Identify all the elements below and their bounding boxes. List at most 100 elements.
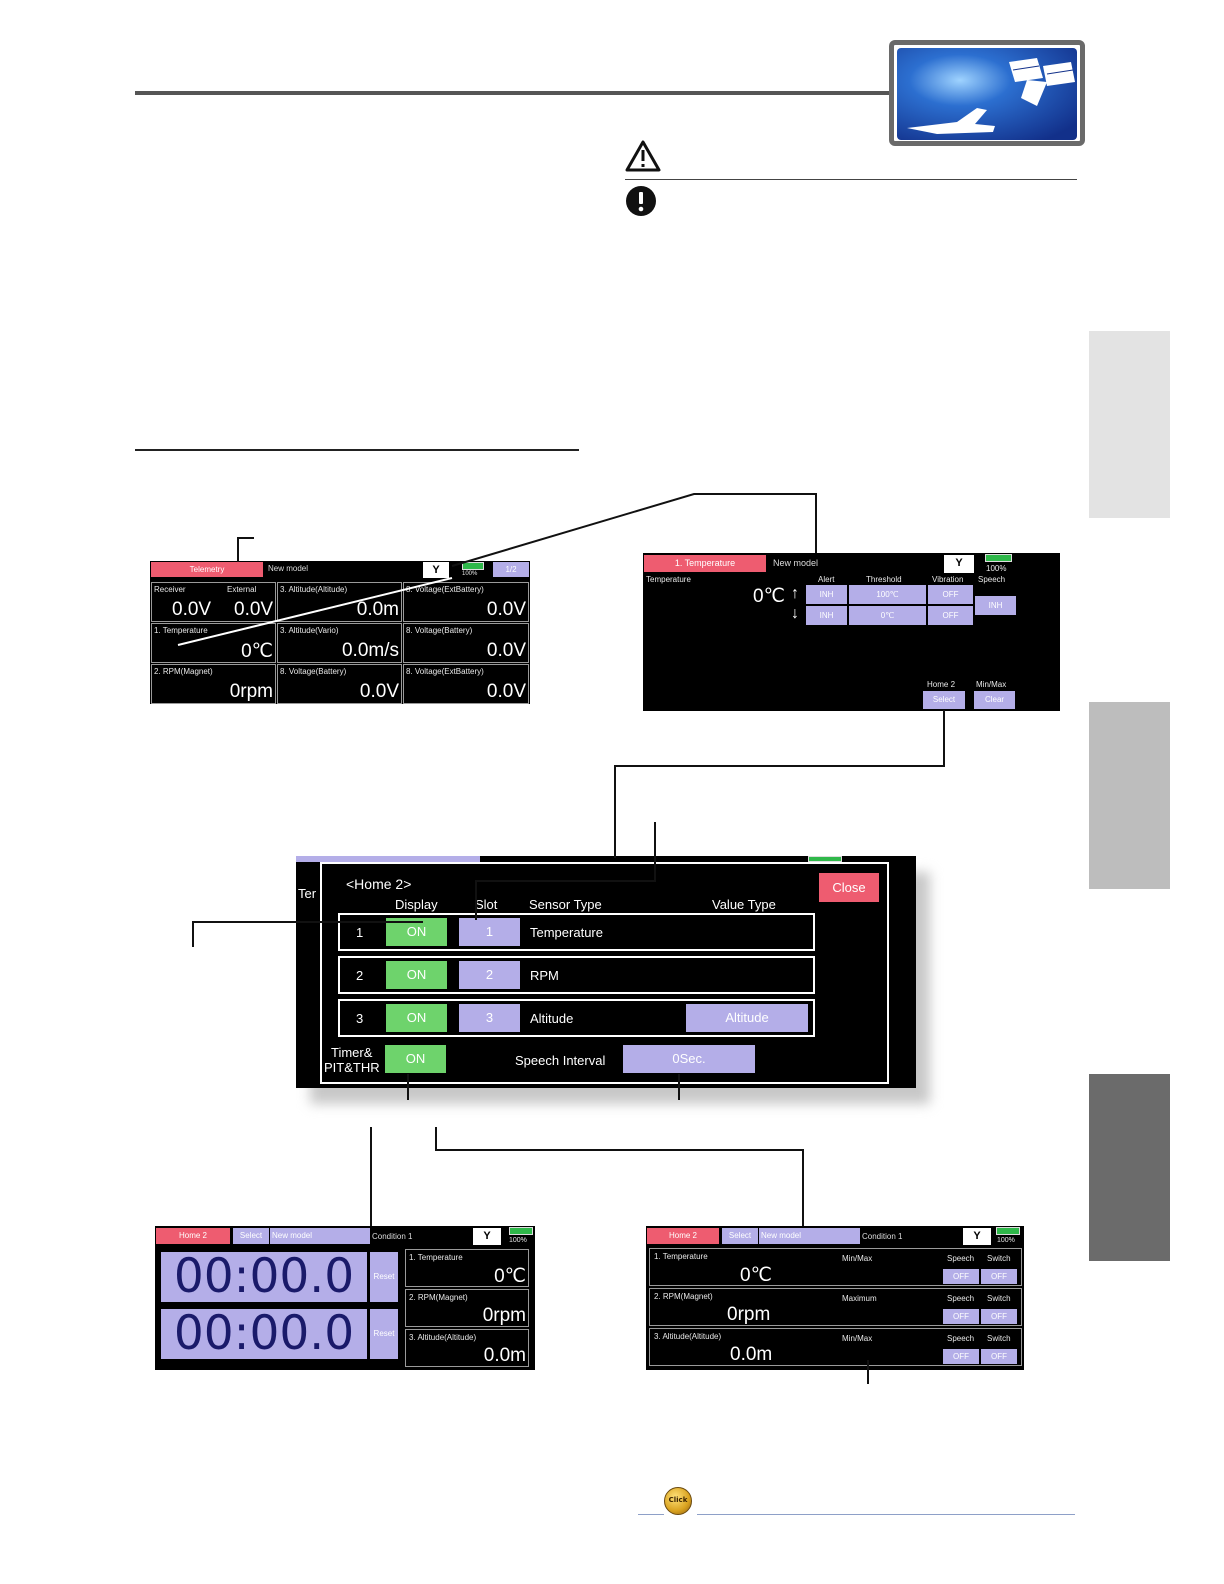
callout-telemetry-tab [237, 537, 254, 562]
antenna-icon: Y [423, 562, 449, 578]
cell-receiver[interactable]: Receiver External 0.0V 0.0V [151, 582, 276, 622]
display-toggle-2[interactable]: ON [386, 961, 447, 989]
timer-1-display[interactable]: 00:00.0 [161, 1252, 367, 1302]
battery-icon [462, 562, 484, 570]
model-name: New model [268, 564, 309, 573]
battery-icon [509, 1227, 533, 1235]
vibration-high-button[interactable]: OFF [928, 585, 973, 604]
footer-rule-left [638, 1514, 664, 1515]
battery-percent: 100% [986, 564, 1007, 573]
home2-select-button[interactable]: Select [923, 691, 965, 709]
timer-label-1: Timer& [331, 1045, 373, 1060]
timer-1-reset-button[interactable]: Reset [370, 1252, 398, 1302]
sensor-type-2: RPM [530, 968, 559, 983]
cell-extbattery-1[interactable]: 8. Voltage(ExtBattery) 0.0V [403, 582, 529, 622]
switch-button-2[interactable]: OFF [981, 1309, 1017, 1324]
sensor-type-3: Altitude [530, 1011, 574, 1026]
home-timer-screen: Home 2 Select New model Condition 1 Y 10… [155, 1226, 535, 1370]
cell-temperature[interactable]: 1. Temperature 0℃ [151, 623, 276, 663]
speech-interval-label: Speech Interval [515, 1053, 606, 1068]
switch-button-1[interactable]: OFF [981, 1269, 1017, 1284]
home-cell-temperature[interactable]: 1. Temperature 0℃ [405, 1249, 529, 1287]
minmax-label: Min/Max [976, 680, 1007, 689]
col-vibration: Vibration [932, 575, 964, 584]
slot-button-1[interactable]: 1 [459, 918, 520, 946]
cell-battery-2[interactable]: 8. Voltage(Battery) 0.0V [277, 664, 402, 704]
home-sensor-screen: Home 2 Select New model Condition 1 Y 10… [646, 1226, 1024, 1370]
display-toggle-3[interactable]: ON [386, 1004, 447, 1032]
callout-to-temperature [451, 493, 817, 567]
page-indicator[interactable]: 1/2 [493, 562, 529, 577]
col-alert: Alert [818, 575, 835, 584]
value-type-button-3[interactable]: Altitude [686, 1004, 808, 1032]
speech-interval-button[interactable]: 0Sec. [623, 1045, 755, 1073]
section-rule [135, 449, 579, 451]
dialog-title: <Home 2> [346, 876, 412, 892]
condition-label: Condition 1 [862, 1232, 903, 1241]
slot-button-3[interactable]: 3 [459, 1004, 520, 1032]
model-name-tab[interactable]: New model [759, 1228, 860, 1244]
warning-rule [625, 179, 1077, 180]
select-tab[interactable]: Select [722, 1228, 758, 1244]
timer-toggle[interactable]: ON [385, 1045, 446, 1073]
cell-vario[interactable]: 3. Altitude(Vario) 0.0m/s [277, 623, 402, 663]
header-logo [889, 40, 1085, 146]
header-display: Display [395, 897, 438, 912]
speech-button-2[interactable]: OFF [943, 1309, 979, 1324]
cell-rpm[interactable]: 2. RPM(Magnet) 0rpm [151, 664, 276, 704]
header-rule [135, 91, 895, 95]
home2-label: Home 2 [927, 680, 956, 689]
timer-2-display[interactable]: 00:00.0 [161, 1309, 367, 1359]
cell-altitude[interactable]: 3. Altitude(Altitude) 0.0m [277, 582, 402, 622]
callout-home-sensor [435, 1127, 804, 1226]
speech-button-1[interactable]: OFF [943, 1269, 979, 1284]
dialog-row-3: 3 ON 3 Altitude Altitude [338, 999, 815, 1037]
home2-tab[interactable]: Home 2 [156, 1228, 230, 1244]
speech-button[interactable]: INH [975, 596, 1016, 615]
sensor-row-3[interactable]: 3. Altitude(Altitude) Min/Max 0.0m Speec… [649, 1328, 1022, 1366]
col-threshold: Threshold [866, 575, 902, 584]
sensor-type-1: Temperature [530, 925, 603, 940]
antenna-icon: Y [944, 555, 974, 573]
alert-low-button[interactable]: INH [806, 606, 847, 625]
home-cell-rpm[interactable]: 2. RPM(Magnet) 0rpm [405, 1289, 529, 1327]
exclamation-circle-icon [625, 185, 657, 221]
battery-icon [985, 554, 1012, 562]
alert-high-button[interactable]: INH [806, 585, 847, 604]
home-cell-altitude[interactable]: 3. Altitude(Altitude) 0.0m [405, 1329, 529, 1367]
vibration-low-button[interactable]: OFF [928, 606, 973, 625]
threshold-high-button[interactable]: 100℃ [849, 585, 926, 604]
speech-button-3[interactable]: OFF [943, 1349, 979, 1364]
click-icon[interactable]: Click [664, 1487, 692, 1515]
side-tab-light [1089, 331, 1170, 518]
header-slot: Slot [475, 897, 498, 912]
cell-battery-1[interactable]: 8. Voltage(Battery) 0.0V [403, 623, 529, 663]
warning-triangle-icon [625, 140, 661, 176]
switch-button-3[interactable]: OFF [981, 1349, 1017, 1364]
home2-dialog: <Home 2> Close Display Slot Sensor Type … [320, 862, 889, 1084]
antenna-icon: Y [473, 1228, 501, 1245]
threshold-low-button[interactable]: 0℃ [849, 606, 926, 625]
arrow-down-icon: ↓ [791, 605, 799, 622]
battery-percent: 100% [997, 1237, 1015, 1244]
timer-label-2: PIT&THR [324, 1060, 380, 1075]
temperature-label: Temperature [646, 575, 691, 584]
model-name-tab[interactable]: New model [270, 1228, 370, 1244]
sensor-row-2[interactable]: 2. RPM(Magnet) Maximum 0rpm Speech Switc… [649, 1288, 1022, 1326]
condition-label: Condition 1 [372, 1232, 413, 1241]
arrow-up-icon: ↑ [791, 585, 799, 602]
home2-tab[interactable]: Home 2 [647, 1228, 719, 1244]
close-button[interactable]: Close [819, 873, 879, 902]
telemetry-tab[interactable]: Telemetry [151, 562, 263, 577]
select-tab[interactable]: Select [233, 1228, 269, 1244]
slot-button-2[interactable]: 2 [459, 961, 520, 989]
header-sensor: Sensor Type [529, 897, 602, 912]
sensor-row-1[interactable]: 1. Temperature Min/Max 0℃ Speech Switch … [649, 1248, 1022, 1286]
minmax-clear-button[interactable]: Clear [974, 691, 1015, 709]
cell-extbattery-2[interactable]: 8. Voltage(ExtBattery) 0.0V [403, 664, 529, 704]
temperature-tab[interactable]: 1. Temperature [644, 555, 766, 572]
timer-2-reset-button[interactable]: Reset [370, 1309, 398, 1359]
battery-percent: 100% [509, 1237, 527, 1244]
header-value: Value Type [712, 897, 776, 912]
